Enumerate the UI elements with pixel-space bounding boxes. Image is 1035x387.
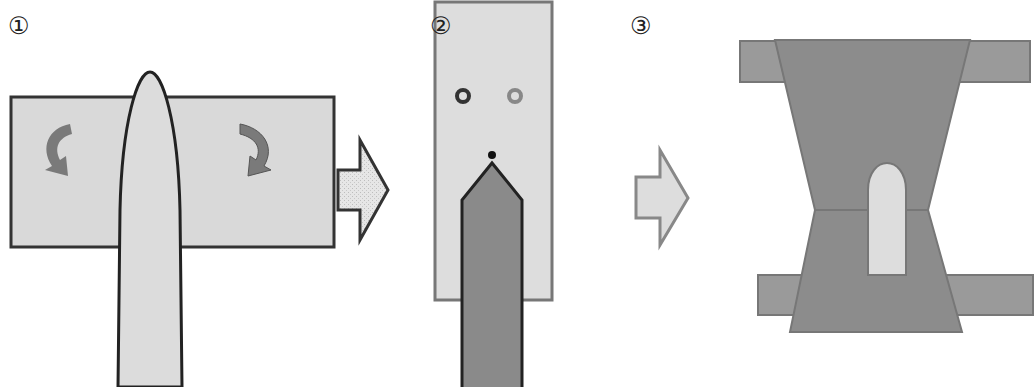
rotation-arrow <box>240 124 271 176</box>
step-number: ③ <box>630 14 652 38</box>
ring-mark <box>457 90 469 102</box>
step-number: ② <box>430 14 452 38</box>
tongue-shape <box>462 163 522 387</box>
tongue-shape <box>118 72 182 387</box>
rotation-arrow <box>45 124 72 176</box>
tongue-shape <box>868 163 906 275</box>
step-arrow <box>338 140 388 240</box>
ring-mark <box>509 90 521 102</box>
point-mark <box>488 151 496 159</box>
step-arrow <box>636 150 688 245</box>
step-number: ① <box>8 14 30 38</box>
